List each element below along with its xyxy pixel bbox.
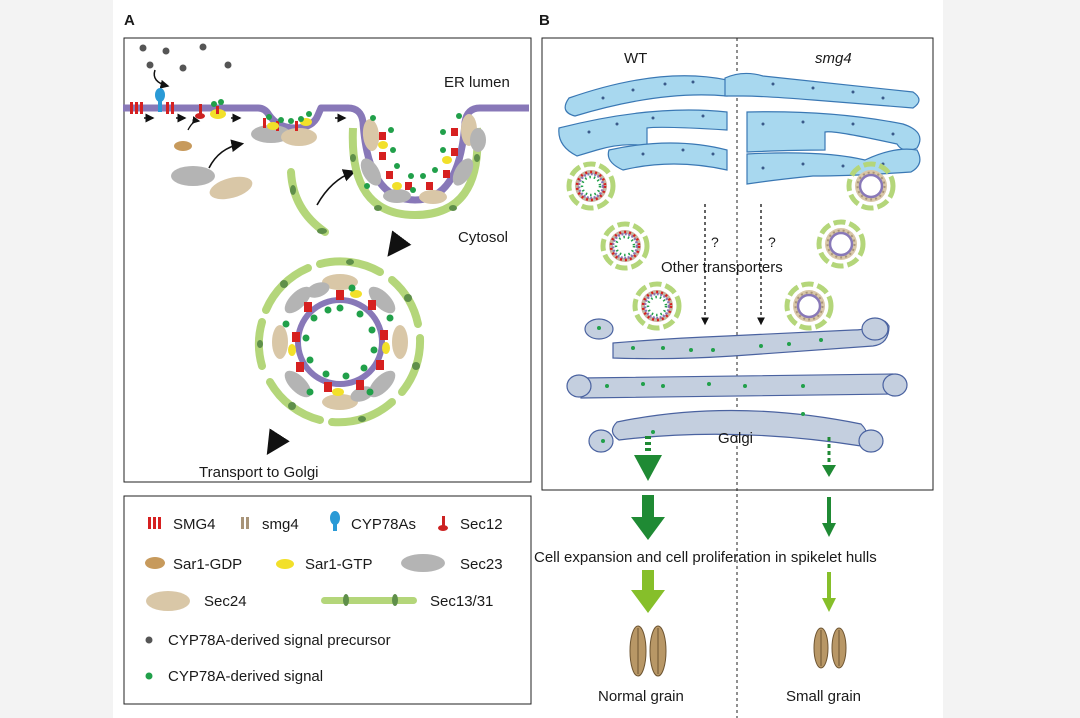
legend-signal-label: CYP78A-derived signal	[168, 668, 323, 685]
legend-cyp78as-label: CYP78As	[351, 516, 416, 533]
golgi-label: Golgi	[718, 430, 753, 447]
er-cargo-dots	[587, 80, 895, 170]
precursor-uptake-arrow	[153, 69, 170, 89]
smg4-vesicle-3	[784, 281, 834, 331]
legend-sar1-gtp-icon	[276, 559, 294, 569]
er-lumen-label: ER lumen	[444, 74, 510, 91]
cytosol-label: Cytosol	[458, 229, 508, 246]
sec23-free	[171, 166, 215, 186]
cell-expansion-label: Cell expansion and cell proliferation in…	[534, 549, 877, 566]
legend-signal-icon	[145, 672, 153, 680]
smg4-vesicle-2	[816, 219, 866, 269]
normal-grain-label: Normal grain	[598, 688, 684, 705]
cyp78as-membrane	[155, 88, 165, 112]
smg4-membrane-left	[130, 102, 174, 114]
legend-precursor-icon	[145, 636, 153, 644]
smg4-label: smg4	[815, 50, 852, 67]
wt-vesicle-3	[632, 281, 682, 331]
copii-vesicle	[254, 257, 425, 427]
budding-vesicle	[348, 113, 486, 220]
early-bud	[251, 111, 317, 146]
panel-a-letter: A	[124, 12, 135, 29]
wt-output-arrows	[631, 436, 665, 613]
smg4-output-arrows	[822, 437, 836, 612]
legend-smg4-mutant-icon	[241, 517, 249, 529]
diagram-canvas: A ER lumen	[123, 12, 934, 718]
legend-sec23-icon	[401, 554, 445, 572]
smg4-vesicle-1	[846, 161, 896, 211]
precursor-dots	[139, 43, 232, 72]
panel-b: B WT smg4 ER	[534, 12, 934, 718]
legend: SMG4 smg4 CYP78As Sec12 Sar1-GDP Sar1-GT…	[123, 495, 532, 705]
er-cisternae	[558, 72, 921, 185]
sec1331-recruit-arrow	[316, 169, 357, 206]
question-mark-wt: ?	[711, 234, 719, 250]
legend-sar1-gdp-icon	[145, 557, 165, 569]
golgi-signal-dots	[597, 326, 823, 443]
wt-vesicle-1	[566, 161, 616, 211]
sar1-activation-arrow	[187, 116, 201, 131]
panel-b-letter: B	[539, 12, 550, 29]
legend-sec24-label: Sec24	[204, 593, 247, 610]
legend-precursor-label: CYP78A-derived signal precursor	[168, 632, 391, 649]
sar1-gtp-membrane	[210, 99, 226, 119]
legend-sec23-label: Sec23	[460, 556, 503, 573]
sec1331-free	[287, 168, 329, 236]
panel-a: A ER lumen	[123, 12, 532, 483]
legend-sec12-icon	[438, 516, 448, 531]
transport-label: Transport to Golgi	[199, 464, 319, 481]
sec1331-joint	[317, 228, 327, 234]
normal-grain-icon	[629, 625, 667, 677]
sec1331-joint	[290, 185, 296, 195]
legend-sec24-icon	[146, 591, 190, 611]
sec23-24-recruit-arrow	[208, 139, 245, 169]
legend-sec1331-label: Sec13/31	[430, 593, 493, 610]
figure-card: A ER lumen	[113, 0, 943, 718]
small-grain-icon	[813, 627, 847, 669]
wt-vesicle-2	[600, 221, 650, 271]
legend-cyp78as-icon	[330, 511, 340, 531]
legend-smg4-label: SMG4	[173, 516, 216, 533]
legend-sar1-gdp-label: Sar1-GDP	[173, 556, 242, 573]
legend-sar1-gtp-label: Sar1-GTP	[305, 556, 373, 573]
sar1-gdp-free	[174, 141, 192, 151]
release-arrow	[387, 230, 412, 257]
small-grain-label: Small grain	[786, 688, 861, 705]
wt-label: WT	[624, 50, 647, 67]
legend-sec1331-icon	[321, 594, 417, 606]
legend-sec12-label: Sec12	[460, 516, 503, 533]
sec24-free	[209, 176, 253, 200]
other-transporters-label: Other transporters	[661, 259, 783, 276]
legend-smg4-icon	[148, 517, 161, 529]
transport-arrow	[266, 428, 290, 456]
question-mark-smg4: ?	[768, 234, 776, 250]
legend-smg4-mutant-label: smg4	[262, 516, 299, 533]
